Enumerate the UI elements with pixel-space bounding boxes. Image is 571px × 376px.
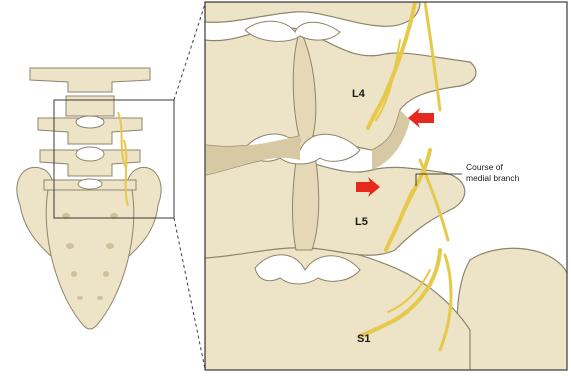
overview-vertebrae [30,68,150,190]
zoom-connector-bottom [174,218,205,369]
callout-text: Course of medial branch [466,162,556,184]
callout-line-2: medial branch [466,173,556,184]
callout-line-1: Course of [466,162,556,173]
zoomed-spine [205,2,570,372]
sacrum [46,187,134,329]
zoom-iliac-wing [457,248,570,372]
zoom-connector-top [174,4,205,100]
l5-label: L5 [355,216,368,228]
l4-label: L4 [352,88,365,100]
s1-label: S1 [357,333,370,345]
overview-spine [17,68,161,329]
